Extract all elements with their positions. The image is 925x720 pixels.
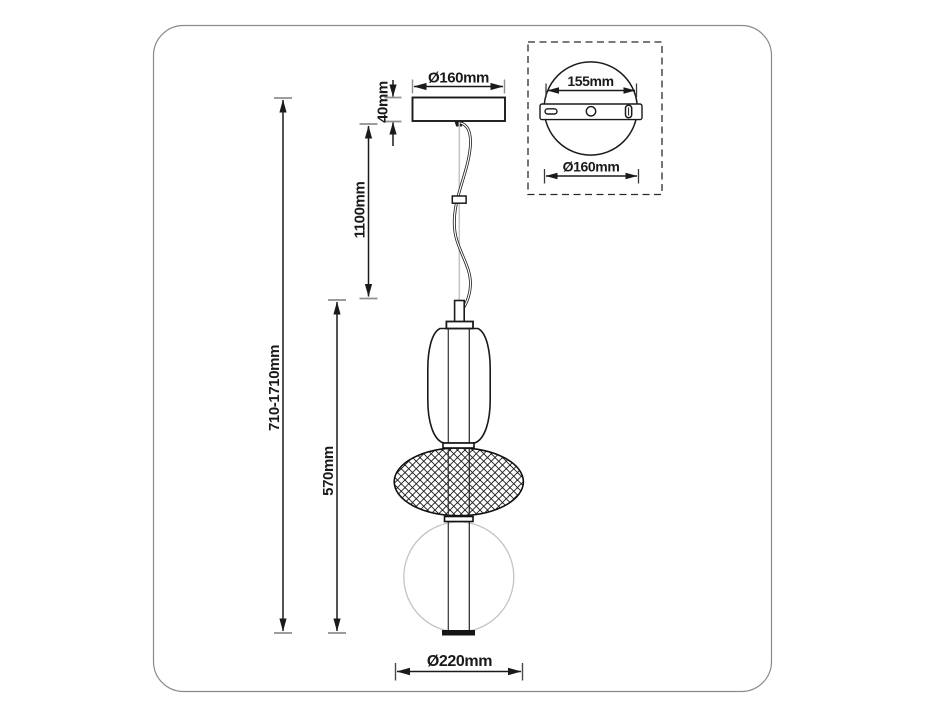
dim-canopy-diameter: Ø160mm <box>411 70 506 94</box>
slot-hole-left <box>544 108 558 115</box>
capsule-glass-shade <box>427 327 491 444</box>
canopy-diameter-label: Ø160mm <box>428 70 489 87</box>
dim-overall-height: 710-1710mm <box>266 97 292 634</box>
cord-adjuster-clamp <box>451 195 467 204</box>
ceiling-canopy <box>411 96 506 127</box>
power-cord <box>452 121 472 311</box>
center-hole <box>585 105 597 117</box>
dim-inset-plate-diameter: Ø160mm <box>543 159 640 184</box>
bottom-end-cap <box>442 630 475 636</box>
dim-body-diameter: Ø220mm <box>394 653 524 681</box>
sphere-shade <box>403 521 515 633</box>
mid-collar-upper <box>442 442 475 449</box>
dim-inset-hole-spacing: 155mm <box>545 73 638 98</box>
inset-plate-diameter-label: Ø160mm <box>563 159 620 175</box>
mounting-plate-inset: 155mm Ø160mm <box>527 41 663 196</box>
crosshatch-disc-shade <box>393 447 525 517</box>
canopy-height-label: 40mm <box>375 81 392 123</box>
body-height-label: 570mm <box>320 446 337 496</box>
body-diameter-label: Ø220mm <box>427 653 492 670</box>
dim-canopy-height: 40mm <box>375 80 402 146</box>
cord-length-label: 1100mm <box>352 182 369 239</box>
mid-collar-lower <box>443 515 474 523</box>
inset-hole-spacing-label: 155mm <box>567 73 613 89</box>
center-rod <box>447 329 470 631</box>
mounting-bracket-bar <box>539 103 643 121</box>
overall-height-label: 710-1710mm <box>266 345 283 431</box>
dim-cord-length: 1100mm <box>352 123 378 300</box>
rod-collars <box>442 320 475 636</box>
dim-body-height: 570mm <box>320 299 346 634</box>
lamp-stem <box>453 299 466 323</box>
top-cap-collar <box>445 320 474 330</box>
